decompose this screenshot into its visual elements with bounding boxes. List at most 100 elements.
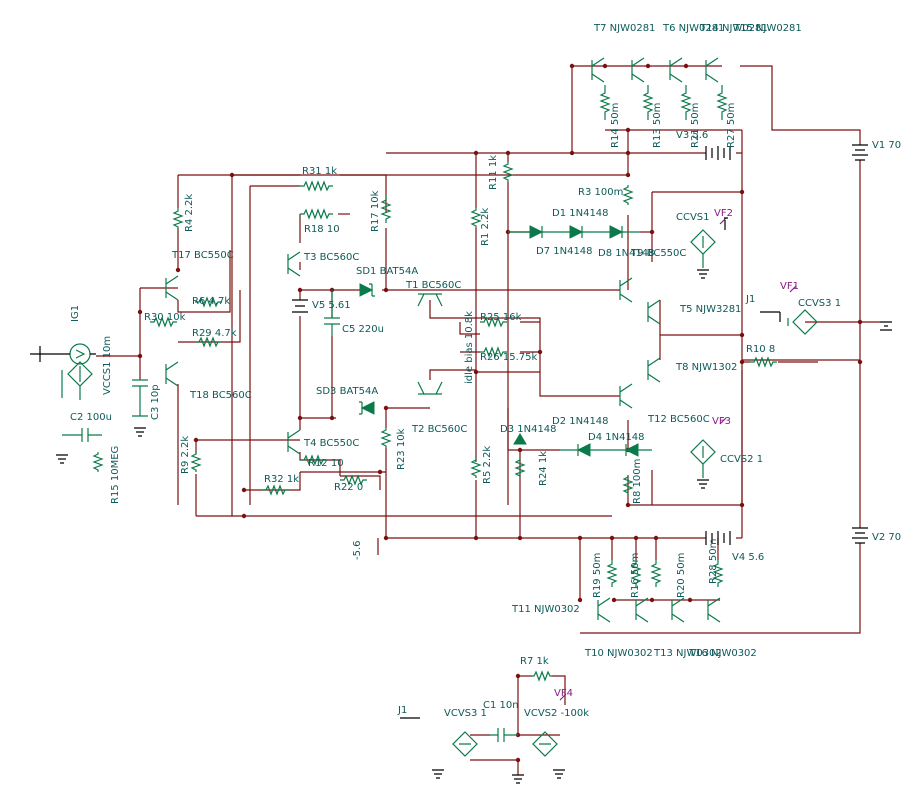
battery-v5 xyxy=(292,299,308,313)
label-t7: T7 NJW0281 xyxy=(593,23,655,34)
resistor-r32 xyxy=(262,484,289,496)
label-t17: T17 BC550C xyxy=(171,250,234,261)
ground-c3 xyxy=(134,427,146,437)
label-r16: R16 50m xyxy=(630,553,641,598)
transistors xyxy=(165,57,721,623)
label-t14: T14 NJW0281 xyxy=(699,23,768,34)
resistor-r27 xyxy=(716,85,728,120)
voltage-sources xyxy=(292,144,868,545)
label-d2: D2 1N4148 xyxy=(552,416,609,427)
resistor-r19 xyxy=(606,560,618,587)
label-vf4: VF4 xyxy=(554,688,573,699)
ground-vcvs xyxy=(512,774,524,784)
resistor-r11 xyxy=(502,162,514,182)
source-ccvs1 xyxy=(690,229,716,268)
transistor-t3 xyxy=(287,251,301,277)
resistor-r4 xyxy=(172,208,184,230)
diode-sd1 xyxy=(359,283,375,297)
label-r8: R8 100m xyxy=(632,459,643,504)
transistor-t8 xyxy=(647,357,661,383)
label-d1: D1 1N4148 xyxy=(552,208,609,219)
battery-v1 xyxy=(852,144,868,161)
transistor-t9 xyxy=(619,277,633,303)
label-t6: T6 NJW0281 xyxy=(662,23,724,34)
battery-v4 xyxy=(705,531,731,545)
resistor-r14 xyxy=(599,85,611,120)
label-d8: D8 1N4148 xyxy=(598,248,655,259)
voltage-probes xyxy=(559,217,797,701)
label-t2: T2 BC560C xyxy=(411,424,467,435)
resistor-r18 xyxy=(300,208,333,220)
resistor-r30 xyxy=(150,316,177,328)
transistor-t7 xyxy=(591,57,605,83)
label-c5: C5 220u xyxy=(342,324,384,335)
probe-vf2 xyxy=(724,217,728,230)
label-r1: R1 2.2k xyxy=(480,208,491,246)
resistor-r24 xyxy=(514,458,526,478)
diode-d8 xyxy=(582,225,640,239)
resistor-r1 xyxy=(470,208,482,228)
resistor-r23 xyxy=(380,428,392,448)
label-v1: V1 70 xyxy=(872,140,901,151)
label-v5: V5 5.61 xyxy=(312,300,351,311)
capacitors xyxy=(62,290,518,742)
transistor-t16 xyxy=(707,597,721,623)
diode-d1 xyxy=(542,225,584,239)
transistor-t14 xyxy=(669,57,683,83)
resistor-r25 xyxy=(480,316,507,328)
resistor-r12 xyxy=(300,454,327,466)
diode-d7 xyxy=(508,225,544,239)
label-r18: R18 10 xyxy=(304,224,340,235)
ground-c2 xyxy=(56,454,68,464)
resistor-r5 xyxy=(470,458,482,478)
transistor-t17 xyxy=(165,275,179,301)
label-neg: -5.6 xyxy=(352,540,363,560)
transistor-t5 xyxy=(647,299,661,325)
label-r3: R3 100m xyxy=(578,187,623,198)
transistor-t10 xyxy=(635,597,649,623)
label-t13: T13 NJW0302 xyxy=(653,648,722,659)
label-c3: C3 10p xyxy=(150,384,161,420)
label-c1: C1 10n xyxy=(483,700,519,711)
label-r14: R14 50m xyxy=(610,103,621,148)
source-vcvs2 xyxy=(532,731,558,757)
label-t15: T15 NJW0281 xyxy=(733,23,802,34)
label-sd1: SD1 BAT54A xyxy=(356,266,418,277)
label-r15: R15 10MEG xyxy=(110,446,121,504)
label-r25: R25 16k xyxy=(480,312,522,323)
resistor-r29 xyxy=(195,336,222,348)
label-ig1: IG1 xyxy=(70,305,81,322)
resistors xyxy=(92,85,777,682)
label-vf1: VF1 xyxy=(780,281,799,292)
ground-ccvs2 xyxy=(697,479,709,489)
label-j1-top: J1 xyxy=(745,294,755,305)
resistor-r15 xyxy=(92,452,104,472)
resistor-r16 xyxy=(630,560,642,587)
label-r31: R31 1k xyxy=(302,166,337,177)
label-vcvs2: VCVS2 -100k xyxy=(524,708,589,719)
label-j1-bottom: J1 xyxy=(397,705,407,716)
label-r29: R29 4.7k xyxy=(192,328,237,339)
resistor-r10 xyxy=(750,356,777,368)
label-ccvs3: CCVS3 1 xyxy=(798,298,841,309)
label-r17: R17 10k xyxy=(370,190,381,232)
label-c2: C2 100u xyxy=(70,412,112,423)
resistor-r28 xyxy=(712,560,724,587)
label-d7: D7 1N4148 xyxy=(536,246,593,257)
label-v2: V2 70 xyxy=(872,532,901,543)
label-vcvs3: VCVS3 1 xyxy=(444,708,487,719)
label-vf3: VF3 xyxy=(712,416,731,427)
label-t9: T9 BC550C xyxy=(630,248,686,259)
label-r5: R5 2.2k xyxy=(482,446,493,484)
battery-v3 xyxy=(705,146,731,160)
label-r26: R26 15.75k xyxy=(480,352,537,363)
transistor-t2 xyxy=(417,381,443,395)
resistor-r9 xyxy=(190,452,202,472)
ground-input xyxy=(30,346,41,362)
label-v4: V4 5.6 xyxy=(732,552,764,563)
component-labels: T7 NJW0281 T6 NJW0281 T14 NJW0281 T15 NJ… xyxy=(70,23,901,719)
ground-vcvs2 xyxy=(553,769,565,779)
label-t18: T18 BC560C xyxy=(189,390,252,401)
